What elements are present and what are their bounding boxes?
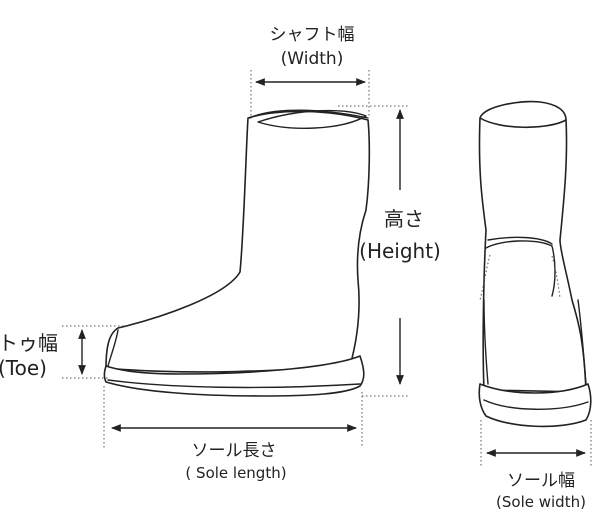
shaft-width-label-en: (Width) bbox=[281, 49, 344, 69]
boot-front-shaft bbox=[478, 112, 587, 393]
boot-front-sole bbox=[478, 383, 592, 428]
boot-front-toe bbox=[483, 299, 587, 385]
boot-front-sole-edge bbox=[483, 399, 589, 410]
dimension-arrows bbox=[78, 78, 586, 457]
guide-lines bbox=[62, 70, 592, 466]
boot-front-pull-tab bbox=[487, 236, 553, 245]
toe-width-label-en: (Toe) bbox=[0, 356, 47, 380]
toe-width-label: トゥ幅 bbox=[0, 331, 58, 355]
shaft-width-label: シャフト幅 bbox=[270, 25, 355, 45]
sole-width-label: ソール幅 bbox=[507, 471, 575, 491]
height-label-en: (Height) bbox=[359, 239, 441, 263]
boot-side-toe-seam bbox=[107, 329, 119, 367]
boot-side-view bbox=[103, 109, 371, 397]
boot-side-sole-edge bbox=[107, 379, 361, 389]
sole-length-label-en: ( Sole length) bbox=[185, 464, 286, 482]
boot-front-vamp-top bbox=[485, 240, 556, 297]
height-label: 高さ bbox=[384, 207, 424, 231]
boot-front-opening bbox=[479, 100, 567, 129]
sole-width-label-en: (Sole width) bbox=[496, 493, 586, 511]
boot-side-opening bbox=[257, 109, 367, 129]
boot-side-opening-back bbox=[249, 109, 369, 119]
sole-length-label: ソール長さ bbox=[192, 441, 277, 461]
boot-side-shaft bbox=[105, 110, 371, 373]
boot-front-vamp-guide-right bbox=[551, 255, 561, 299]
boot-front-view bbox=[478, 100, 592, 428]
labels: シャフト幅 (Width) 高さ (Height) トゥ幅 (Toe) ソール長… bbox=[0, 25, 586, 511]
